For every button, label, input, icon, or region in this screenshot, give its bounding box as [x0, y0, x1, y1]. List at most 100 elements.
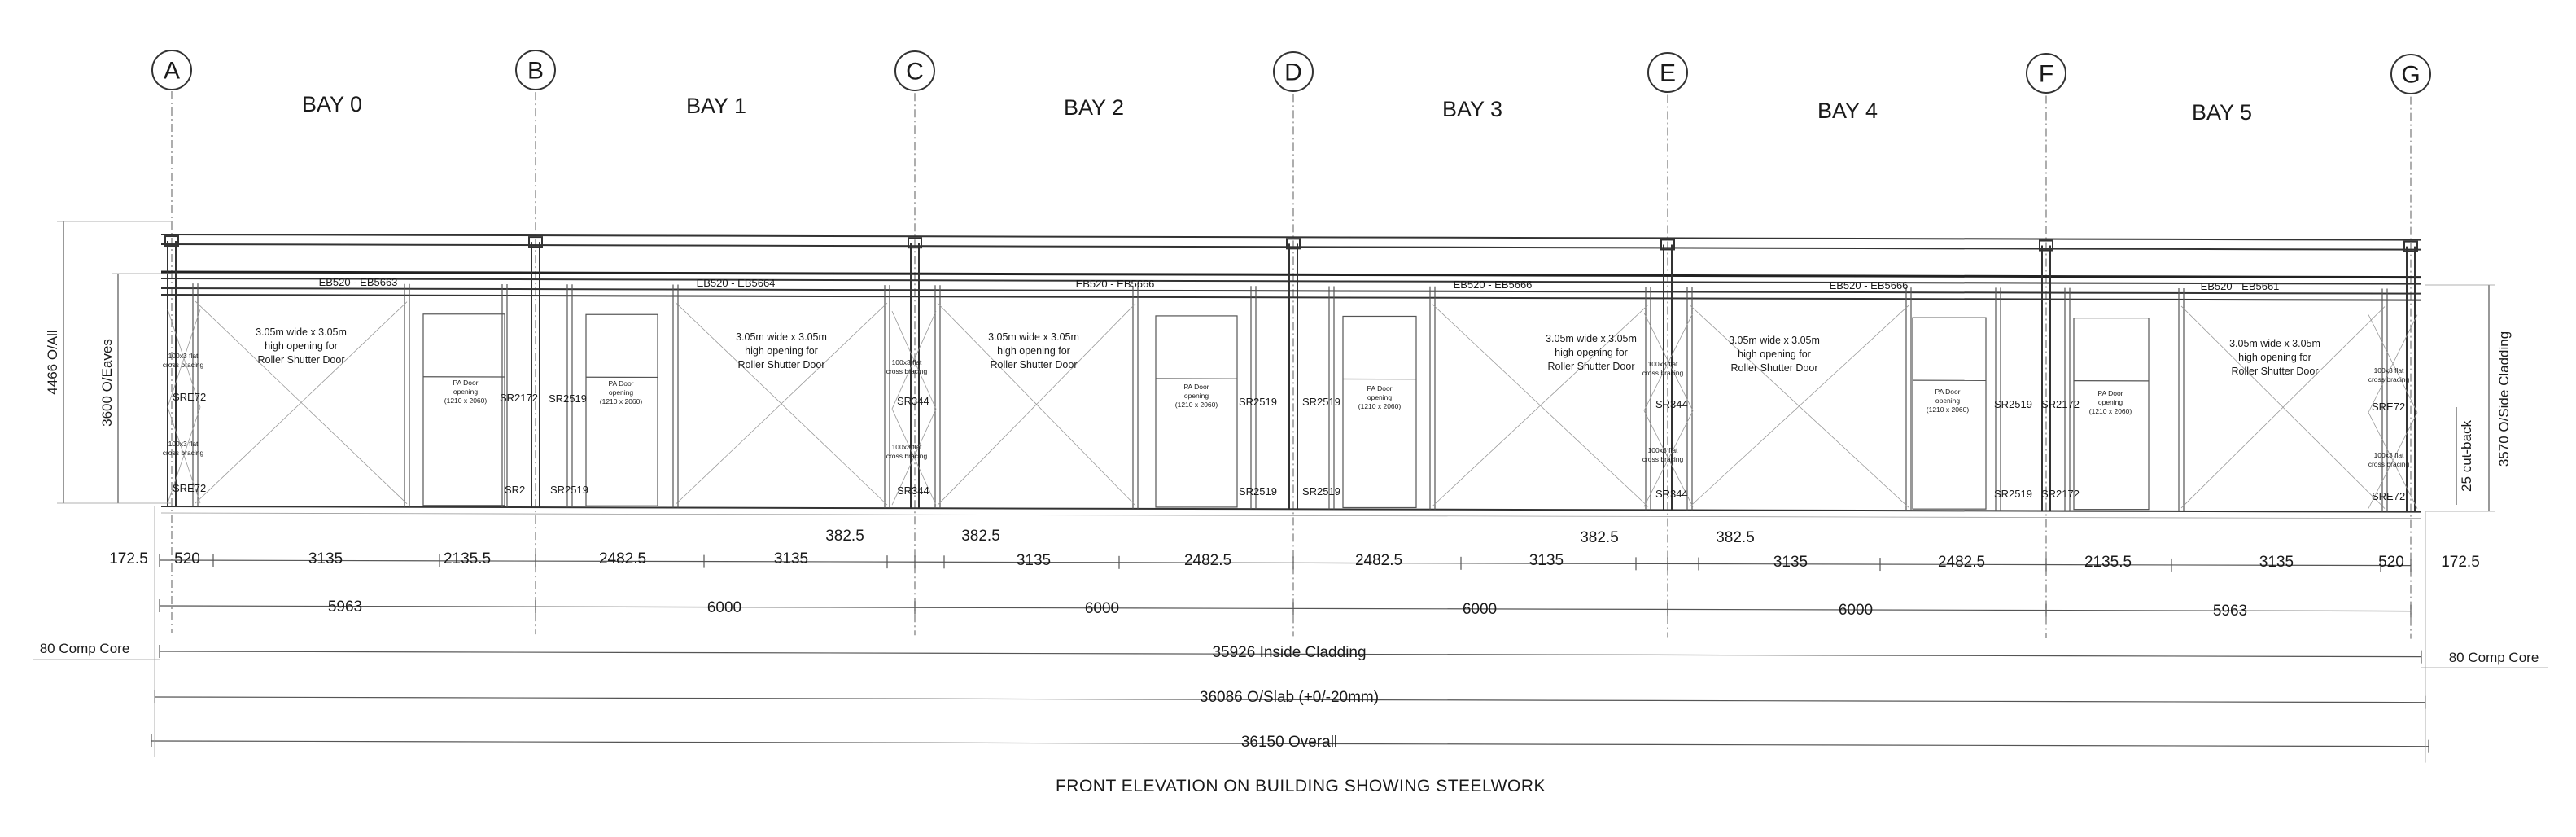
dim-text: 520 — [2378, 554, 2404, 571]
svg-text:PA Door: PA Door — [1935, 388, 1960, 396]
dim-line — [151, 740, 2429, 747]
column-tag: SR2172 — [2041, 398, 2080, 410]
bay-dim-text: 6000 — [1839, 602, 1873, 619]
svg-text:high opening for: high opening for — [745, 345, 818, 357]
bay-dim-text: 5963 — [2213, 603, 2247, 620]
brace-cross — [891, 311, 937, 410]
column-tag: SR2519 — [1302, 396, 1340, 408]
svg-text:cross bracing: cross bracing — [1642, 455, 1684, 463]
inside-cladding-dim: 35926 Inside Cladding — [1212, 644, 1366, 661]
dim-text: 3135 — [1773, 554, 1808, 571]
svg-text:3.05m wide x 3.05m: 3.05m wide x 3.05m — [1729, 335, 1820, 346]
svg-text:high opening for: high opening for — [265, 340, 338, 352]
svg-text:A: A — [164, 58, 180, 85]
opening-cross — [195, 301, 408, 504]
svg-text:(1210 x 2060): (1210 x 2060) — [1175, 401, 1218, 409]
bay-dim-text: 6000 — [1085, 600, 1119, 617]
svg-text:C: C — [906, 59, 924, 85]
opening-cross — [675, 302, 888, 505]
brace-cross — [2368, 412, 2418, 509]
svg-text:high opening for: high opening for — [1738, 348, 1811, 360]
column-tag: SR2172 — [2041, 488, 2080, 500]
column-cap — [164, 235, 179, 248]
bay-label: BAY 4 — [1817, 99, 1878, 123]
column-tag: SR344 — [897, 395, 929, 407]
bay-label: BAY 1 — [686, 94, 746, 118]
eaves-member-label: EB520 - EB5666 — [1076, 278, 1155, 290]
column-tag: SRE72 — [2372, 490, 2405, 502]
svg-text:high opening for: high opening for — [2238, 352, 2311, 363]
grid-bubble-A: A — [151, 50, 192, 90]
column-cap — [2039, 239, 2053, 252]
dim-line — [159, 605, 2412, 612]
column-cap — [1660, 239, 1675, 251]
opening-cross — [1432, 305, 1649, 507]
svg-text:F: F — [2039, 61, 2053, 88]
dim-text: 3135 — [1017, 552, 1051, 569]
column-cap — [2403, 240, 2418, 252]
slab-edge — [160, 512, 2422, 519]
eaves-height-dim: 3600 O/Eaves — [99, 339, 115, 427]
dimension-lines — [33, 221, 2548, 763]
svg-text:100x3 flat: 100x3 flat — [892, 358, 922, 366]
svg-text:Roller Shutter Door: Roller Shutter Door — [738, 359, 825, 370]
svg-text:cross bracing: cross bracing — [886, 452, 928, 460]
eaves-rail — [160, 243, 2422, 251]
column-tag: SR2519 — [1994, 488, 2032, 500]
column-tag: SRE72 — [2372, 401, 2405, 413]
column-tag: SRE72 — [173, 482, 206, 494]
svg-text:G: G — [2401, 62, 2420, 89]
opening-cross — [2180, 306, 2386, 509]
svg-text:Roller Shutter Door: Roller Shutter Door — [258, 354, 345, 366]
svg-text:Roller Shutter Door: Roller Shutter Door — [1548, 361, 1635, 372]
svg-text:cross bracing: cross bracing — [1642, 369, 1684, 377]
brace-cross — [167, 406, 201, 504]
dim-text: 2135.5 — [444, 550, 491, 567]
bay-dim-text: 6000 — [707, 599, 741, 616]
svg-text:PA Door: PA Door — [1367, 384, 1392, 392]
dim-text: 3135 — [2259, 554, 2294, 571]
brace-cross — [2368, 314, 2418, 413]
svg-text:3.05m wide x 3.05m: 3.05m wide x 3.05m — [2229, 338, 2320, 349]
drawing-title: FRONT ELEVATION ON BUILDING SHOWING STEE… — [1056, 777, 1546, 795]
dim-text: 3135 — [774, 550, 808, 567]
dim-text: 172.5 — [2441, 554, 2480, 571]
svg-text:100x3 flat: 100x3 flat — [2374, 451, 2404, 459]
dim-text: 382.5 — [961, 528, 1000, 545]
slab-line — [160, 505, 2422, 513]
svg-text:100x3 flat: 100x3 flat — [168, 352, 199, 360]
pa-door-frame — [2073, 318, 2150, 511]
svg-text:100x3 flat: 100x3 flat — [1648, 446, 1678, 454]
svg-text:(1210 x 2060): (1210 x 2060) — [2089, 407, 2132, 415]
dim-line — [159, 651, 2422, 658]
svg-text:D: D — [1284, 59, 1302, 86]
bay-label: BAY 2 — [1064, 95, 1124, 120]
overall-dim: 36150 Overall — [1241, 734, 1337, 751]
openings — [167, 300, 2418, 511]
column-tag: SR2172 — [500, 392, 538, 404]
column-tag: SR2 — [505, 484, 525, 496]
eaves-rail — [160, 233, 2422, 241]
svg-text:opening: opening — [609, 388, 634, 397]
svg-text:3.05m wide x 3.05m: 3.05m wide x 3.05m — [988, 331, 1079, 343]
pa-door-frame — [1342, 315, 1417, 509]
svg-text:opening: opening — [1184, 392, 1209, 400]
brace-cross — [1643, 313, 1694, 411]
svg-text:opening: opening — [453, 388, 479, 396]
svg-text:PA Door: PA Door — [608, 379, 633, 388]
eaves-member-label: EB520 - EB5663 — [319, 276, 398, 288]
column-tag: SR2519 — [1239, 396, 1277, 408]
